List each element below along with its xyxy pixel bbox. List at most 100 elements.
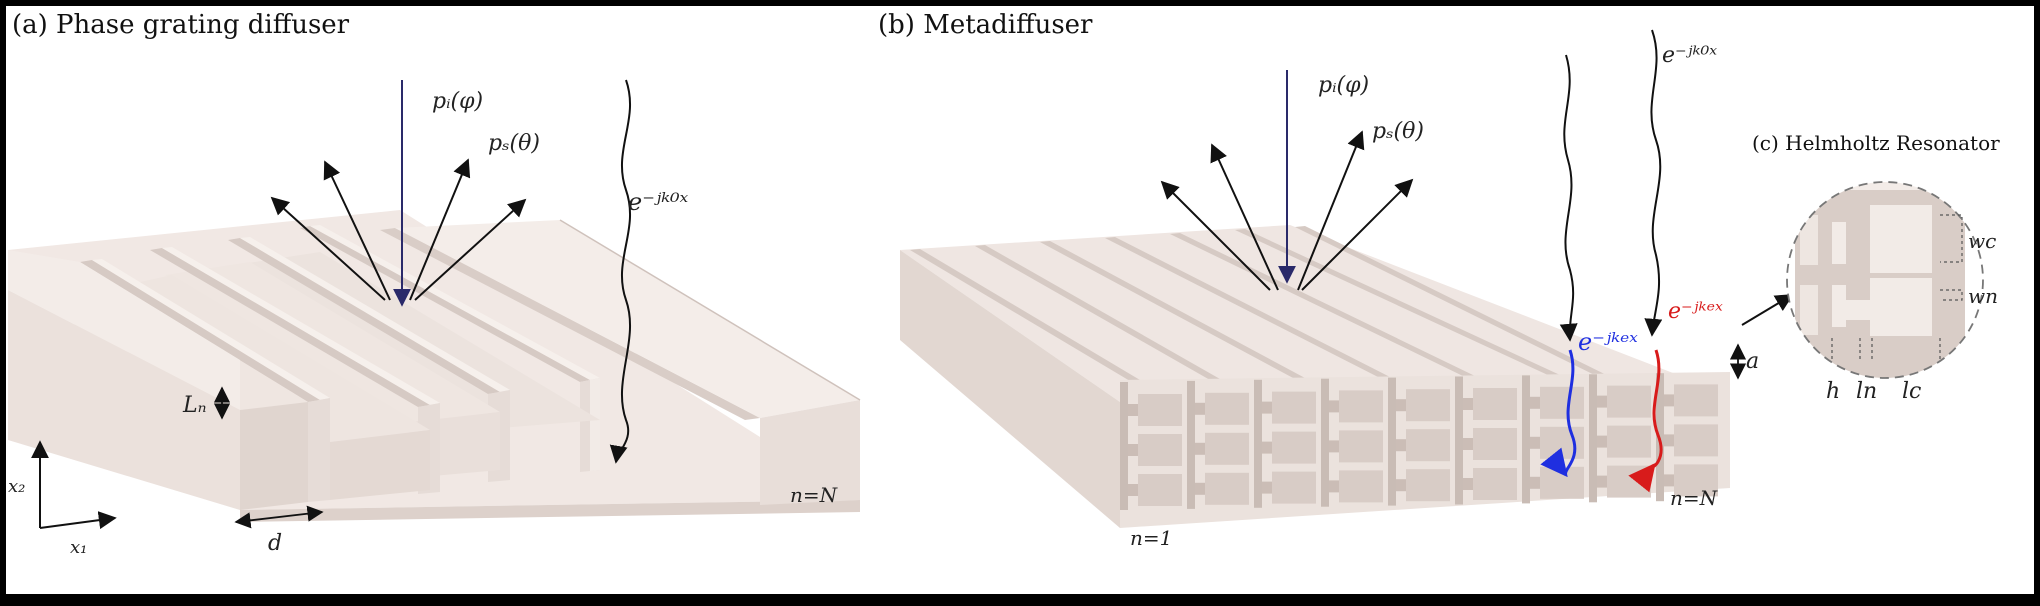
- scattered-label-a: pₛ(θ): [488, 131, 540, 156]
- red-wave: [1628, 349, 1663, 493]
- scattered-arrows-b: [1160, 130, 1414, 291]
- resonator-cavity: [1674, 384, 1718, 417]
- resonator-neck: [1394, 479, 1406, 492]
- resonator-neck: [1193, 442, 1205, 455]
- resonator-cavity: [1272, 431, 1316, 464]
- resonator-cavity: [1540, 466, 1584, 499]
- resonator-cavity: [1540, 386, 1584, 419]
- resonator-neck: [1595, 435, 1607, 448]
- panel-b-metadiffuser: (b) Metadiffuser: [878, 10, 1794, 550]
- last-slit-label: n=N: [1670, 486, 1719, 510]
- resonator-neck: [1461, 478, 1473, 490]
- plane-wave-b-left: [1559, 54, 1578, 342]
- scattered-arrows-a: [270, 158, 527, 301]
- w-neck-label: wn: [1968, 284, 1998, 308]
- metadiffuser-slit: [1321, 378, 1329, 507]
- resonator-neck: [1327, 480, 1339, 493]
- metadiffuser-left-side: [900, 250, 1120, 528]
- resonator-cavity: [1674, 424, 1718, 457]
- resonator-neck: [1528, 436, 1540, 449]
- wave-red-label: e⁻ʲᵏᵉˣ: [1668, 299, 1723, 324]
- resonator-neck: [1126, 444, 1138, 456]
- metadiffuser-slits: [910, 226, 1645, 395]
- incident-label-b: pᵢ(φ): [1318, 73, 1369, 98]
- plane-wave-a: [609, 79, 631, 464]
- wave-blue-label: e⁻ʲᵏᵉˣ: [1578, 328, 1638, 356]
- resonator-neck: [1461, 438, 1473, 450]
- width-label: d: [268, 531, 282, 556]
- resonator-cavity: [1473, 428, 1517, 460]
- metadiffuser-slit: [1589, 374, 1597, 503]
- metadiffuser-slit: [1388, 377, 1396, 506]
- plane-wave-b-right: [1644, 29, 1663, 337]
- coordinate-axes: [31, 440, 117, 530]
- resonator-cavity: [1272, 391, 1316, 424]
- resonator-neck: [1327, 400, 1339, 413]
- resonator-neck: [1260, 401, 1272, 414]
- metadiffuser-slit: [1120, 382, 1128, 510]
- resonator-neck: [1595, 475, 1607, 488]
- resonator-neck: [1260, 441, 1272, 454]
- axis-x1-label: x₁: [70, 537, 87, 558]
- zoom-circle: [1786, 181, 1984, 379]
- depth-label: Lₙ: [182, 393, 207, 418]
- resonator-neck: [1662, 474, 1674, 487]
- resonator-neck: [1126, 404, 1138, 416]
- resonator-neck: [1193, 482, 1205, 495]
- metadiffuser-slit: [1187, 380, 1195, 509]
- resonator-cavity: [1473, 388, 1517, 420]
- resonator-cavity: [1607, 385, 1651, 418]
- metadiffuser-slit: [1522, 375, 1530, 504]
- resonator-neck: [1260, 481, 1272, 494]
- resonator-neck: [1662, 394, 1674, 407]
- zoom-arrow: [1741, 294, 1794, 326]
- scattered-label-b: pₛ(θ): [1372, 119, 1424, 144]
- resonator-neck: [1126, 484, 1138, 496]
- resonator-cavity: [1406, 389, 1450, 422]
- blue-wave: [1540, 349, 1577, 478]
- resonator-cavity: [1473, 468, 1517, 500]
- grating-base-front: [240, 500, 860, 522]
- resonator-neck: [1595, 395, 1607, 408]
- resonator-neck: [1528, 476, 1540, 489]
- l-neck-label: ln: [1856, 379, 1877, 404]
- resonator-neck: [1394, 439, 1406, 452]
- axis-x2-label: x₂: [8, 476, 25, 497]
- resonator-cavity: [1339, 430, 1383, 463]
- resonator-cavity: [1205, 432, 1249, 465]
- resonator-cavity: [1406, 429, 1450, 462]
- resonator-neck: [1461, 398, 1473, 410]
- resonator-cavity: [1339, 390, 1383, 423]
- resonator-cavity: [1272, 471, 1316, 504]
- metadiffuser-slit: [1455, 376, 1463, 505]
- resonator-cavity: [1540, 426, 1584, 459]
- width-indicator: [234, 505, 324, 529]
- resonator-array: [1120, 373, 1718, 510]
- panel-a-phase-grating: (a) Phase grating diffuser: [8, 10, 861, 558]
- l-cavity-label: lc: [1902, 379, 1921, 404]
- resonator-cavity: [1674, 464, 1718, 497]
- resonator-cavity: [1607, 425, 1651, 458]
- resonator-cavity: [1205, 392, 1249, 425]
- h-label: h: [1826, 379, 1840, 404]
- panel-c-helmholtz: (c) Helmholtz Resonator wc wn h ln: [1752, 131, 2000, 404]
- resonator-neck: [1327, 440, 1339, 453]
- height-label: a: [1746, 349, 1759, 374]
- resonator-cavity: [1205, 472, 1249, 505]
- first-slit-label: n=1: [1130, 526, 1172, 550]
- resonator-neck: [1528, 396, 1540, 409]
- panel-a-title: (a) Phase grating diffuser: [12, 10, 350, 40]
- panel-c-title: (c) Helmholtz Resonator: [1752, 131, 2000, 155]
- resonator-cavity: [1138, 434, 1182, 466]
- w-cavity-label: wc: [1968, 229, 1996, 253]
- resonator-cavity: [1138, 394, 1182, 426]
- last-well-label: n=N: [790, 483, 839, 507]
- resonator-cavity: [1607, 465, 1651, 498]
- resonator-neck: [1662, 434, 1674, 447]
- incident-label-a: pᵢ(φ): [432, 89, 483, 114]
- resonator-cavity: [1406, 469, 1450, 502]
- dimension-guides: [1831, 214, 1963, 362]
- resonator-neck: [1394, 399, 1406, 412]
- resonator-cavity: [1339, 470, 1383, 503]
